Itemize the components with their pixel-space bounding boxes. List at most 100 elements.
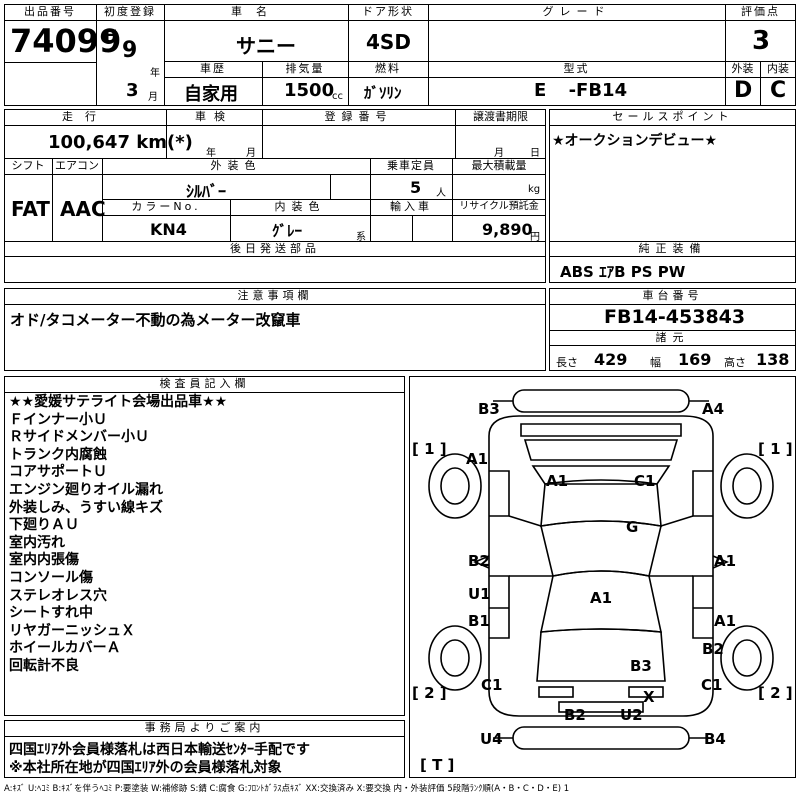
tire-right-front-bracket: [ 2 ] [758, 684, 793, 702]
load-unit: kg [528, 184, 541, 195]
tire-right-rear-bracket: [ 1 ] [758, 440, 793, 458]
caution-box [4, 288, 546, 371]
inspector-note-line: エンジン廻りオイル漏れ [9, 481, 163, 498]
car-name-header: 車名 [231, 5, 281, 18]
inspection-year-unit: 年 [206, 148, 216, 159]
inspector-note-line: 回転計不良 [9, 657, 79, 674]
inspector-note-line: トランク内腐蝕 [9, 446, 107, 463]
damage-u2-bottom: U2 [620, 706, 643, 724]
specs-header: 諸元 [655, 331, 690, 344]
damage-u4: U4 [480, 730, 503, 748]
office-notice-line-1: 四国ｴﾘｱ外会員様落札は西日本輸送ｾﾝﾀｰ手配です [9, 742, 310, 758]
width-label: 幅 [650, 356, 661, 369]
damage-b3-rear: B3 [478, 400, 500, 418]
chassis-header: 車台番号 [642, 289, 703, 302]
sales-point-header: セールスポイント [612, 110, 733, 123]
damage-a4: A4 [702, 400, 725, 418]
chassis-number: FB14-453843 [604, 306, 746, 328]
damage-b2-left: B2 [468, 552, 490, 570]
score-header: 評価点 [741, 5, 780, 18]
inspector-note-line: シートすれ中 [9, 605, 93, 622]
office-notice-header: 事務局よりご案内 [144, 721, 265, 734]
damage-b2-right: B2 [702, 640, 724, 658]
tire-left-front-bracket: [ 2 ] [412, 684, 447, 702]
transfer-day-unit: 日 [530, 148, 540, 159]
damage-b2-bottom: B2 [564, 706, 586, 724]
inspector-note-line: コアサポートＵ [9, 464, 107, 481]
length-value: 429 [594, 350, 628, 369]
inspector-note-line: コンソール傷 [9, 569, 93, 586]
damage-c1-left: C1 [481, 676, 503, 694]
lot-no-header: 出品番号 [24, 5, 76, 18]
damage-a1-center: A1 [590, 589, 613, 607]
color-no-header: カラーNo. [131, 200, 201, 213]
door-type: 4SD [366, 30, 411, 54]
fuel-header: 燃料 [375, 62, 401, 75]
damage-a1-roof: A1 [546, 472, 569, 490]
transfer-month-unit: 月 [494, 148, 504, 159]
score-value: 3 [752, 26, 771, 56]
shift-header: シフト [11, 159, 45, 172]
sales-point-box [549, 109, 796, 283]
car-body-diagram [428, 389, 774, 750]
exterior-header: 外装 [731, 62, 754, 75]
grade-header: グレード [542, 5, 611, 18]
damage-code-legend: A:ｷｽﾞ U:ﾍｺﾐ B:ｷｽﾞを伴うﾍｺﾐ P:要塗装 W:補修跡 S:錆 … [4, 784, 570, 794]
inspector-note-line: ホイールカバーＡ [9, 640, 121, 657]
interior-header: 内装 [767, 62, 789, 75]
month-unit: 月 [148, 92, 158, 103]
mileage-value: 100,647 km(*) [48, 132, 193, 153]
damage-u1-left: U1 [468, 585, 491, 603]
chassis-box [549, 288, 796, 371]
trunk-bracket: [ T ] [420, 756, 455, 774]
year-unit: 年 [150, 68, 160, 79]
inspector-note-line: Ｒサイドメンバー小Ｕ [9, 429, 149, 446]
capacity-header: 乗車定員 [387, 159, 435, 172]
fuel-value: ｶﾞｿﾘﾝ [364, 84, 402, 102]
era: H [104, 26, 118, 45]
displacement-value: 1500 [284, 80, 335, 101]
inspector-notes-header: 検査員記入欄 [159, 377, 250, 390]
capacity-value: 5 [410, 178, 422, 197]
genuine-equip-header: 純正装備 [638, 242, 707, 255]
inspector-notes-box [4, 376, 405, 716]
history-value: 自家用 [184, 84, 238, 105]
inspector-note-line: 室内内張傷 [9, 552, 79, 569]
displacement-header: 排気量 [285, 62, 325, 75]
ext-color-header: 外装色 [210, 159, 262, 172]
damage-c1-roof: C1 [634, 472, 656, 490]
recycle-unit: 円 [530, 232, 540, 243]
genuine-equip-value: ABS ｴｱB PS PW [560, 263, 686, 281]
damage-a1-left-rear: A1 [466, 450, 489, 468]
sales-point-text: ★オークションデビュー★ [552, 133, 718, 149]
inspector-note-line: 室内汚れ [9, 534, 65, 551]
car-name: サニー [236, 34, 296, 58]
transfer-header: 譲渡書期限 [473, 110, 528, 123]
int-color-value: ｸﾞﾚｰ [272, 222, 303, 240]
cc-unit: cc [332, 91, 343, 102]
aircon-value: AAC [60, 197, 106, 221]
capacity-unit: 人 [436, 188, 446, 199]
damage-g-glass: G [626, 518, 639, 536]
damage-b4: B4 [704, 730, 726, 748]
damage-x-mark: X [643, 688, 655, 706]
width-value: 169 [678, 350, 712, 369]
damage-a1-right-mid: A1 [714, 552, 737, 570]
caution-header: 注意事項欄 [237, 289, 313, 302]
model-value: E -FB14 [534, 80, 628, 101]
first-reg-header: 初度登録 [104, 5, 156, 18]
damage-a1-right-low: A1 [714, 612, 737, 630]
interior-grade: C [770, 78, 787, 103]
inspector-note-line: ステレオレス穴 [9, 587, 107, 604]
max-load-header: 最大積載量 [471, 159, 527, 172]
later-parts-header: 後日発送部品 [230, 242, 320, 255]
damage-b3-front: B3 [630, 657, 652, 675]
length-label: 長さ [556, 356, 578, 369]
aircon-header: エアコン [55, 159, 99, 172]
vehicle-header-block [4, 4, 796, 106]
reg-month: 3 [126, 80, 139, 101]
history-header: 車歴 [200, 62, 226, 75]
caution-text: オド/タコメーター不動の為メーター改竄車 [10, 311, 301, 329]
inspector-note-line: 下廻りＡＵ [9, 517, 79, 534]
